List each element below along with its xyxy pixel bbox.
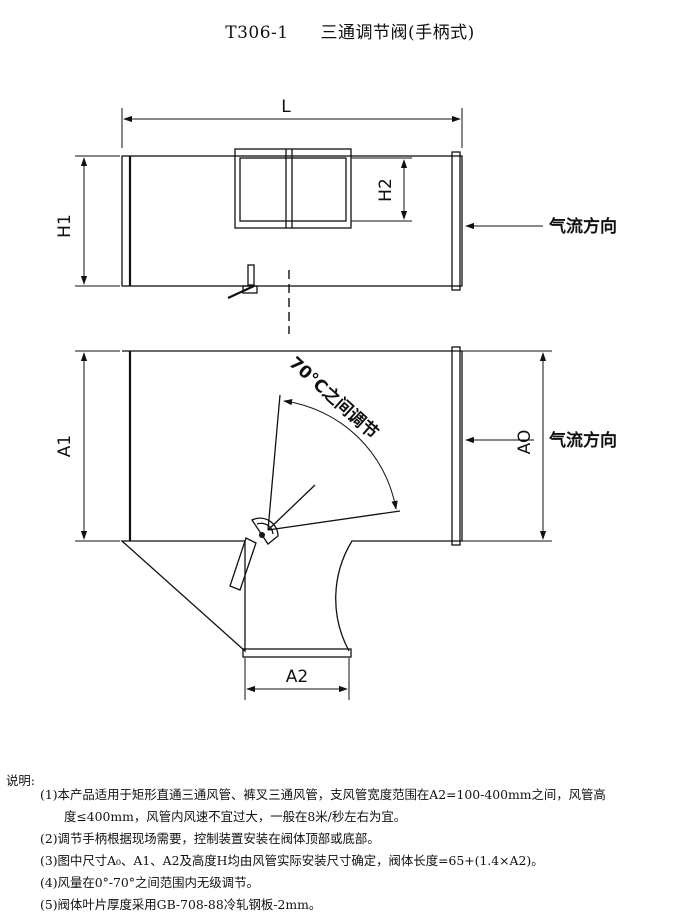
airflow-label-top: 气流方向 [548, 216, 617, 237]
airflow-label-bottom: 气流方向 [548, 430, 617, 451]
angle-label: 70°C之间调节 [285, 352, 383, 443]
handle-base [242, 285, 258, 294]
plan-flange-bottom [242, 648, 352, 658]
a2-label: A2 [286, 667, 308, 687]
blade-mid-line [267, 484, 316, 531]
drawing-title: T306-1 三通调节阀(手柄式) [0, 18, 700, 43]
note-item: (5)阀体叶片厚度采用GB-708-88冷轧钢板-2mm。 [40, 897, 322, 912]
valve-drawing: L H1 H2 气流方向 [55, 97, 617, 700]
handle-lever [227, 285, 255, 299]
note-item: (4)风量在0°-70°之间范围内无级调节。 [40, 875, 259, 890]
control-box-outer [234, 148, 352, 229]
h2-label: H2 [376, 178, 396, 202]
control-box-inner [239, 157, 347, 222]
a0-label: AO [515, 430, 535, 455]
notes-heading: 说明: [6, 773, 35, 788]
pivot-sector [251, 517, 279, 545]
angle-arc [283, 398, 398, 510]
pivot-point [259, 532, 265, 538]
h1-label: H1 [55, 214, 75, 238]
note-item: 度≤400mm，风管内风速不宜过大，一般在8米/秒左右为宜。 [64, 809, 407, 824]
drawing-name: 三通调节阀(手柄式) [320, 23, 475, 43]
blade-limit-line [267, 510, 401, 531]
l-label: L [281, 97, 291, 117]
drawing-code: T306-1 [225, 23, 289, 43]
note-item: (1)本产品适用于矩形直通三通风管、裤叉三通风管，支风管宽度范围在A2=100-… [40, 787, 606, 802]
top-duct-flange-right [451, 151, 461, 291]
blade-open-line [267, 394, 281, 531]
top-view: L H1 H2 气流方向 [55, 97, 617, 334]
notes-list: (1)本产品适用于矩形直通三通风管、裤叉三通风管，支风管宽度范围在A2=100-… [40, 784, 685, 916]
note-item: (2)调节手柄根据现场需要，控制装置安装在阀体顶部或底部。 [40, 831, 380, 846]
note-item: (3)图中尺寸A₀、A1、A2及高度H均由风管实际安装尺寸确定，阀体长度=65+… [40, 853, 544, 868]
blade-handle [229, 537, 257, 591]
plan-view: A1 AO 气流方向 A2 70°C之间调节 [55, 346, 617, 700]
tee-outline [120, 350, 463, 653]
a1-label: A1 [55, 435, 75, 457]
pivot-sector-inner [256, 522, 274, 535]
plan-flange-right [451, 346, 461, 546]
handle-stem [247, 264, 255, 286]
